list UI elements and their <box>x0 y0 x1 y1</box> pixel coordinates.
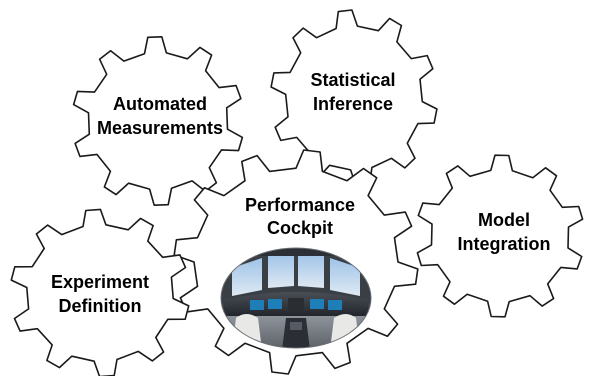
gear-statistical-inference: Statistical Inference <box>310 70 395 114</box>
gear-performance-cockpit: Performance Cockpit <box>245 195 355 238</box>
gear-experiment-definition: Experiment Definition <box>51 272 149 316</box>
gear-label-line: Statistical <box>310 70 395 90</box>
gear-outline-automated-measurements <box>72 36 244 206</box>
gear-label-line: Integration <box>458 234 551 254</box>
gear-label-line: Inference <box>313 94 393 114</box>
gear-label-line: Experiment <box>51 272 149 292</box>
gear-automated-measurements: Automated Measurements <box>97 94 223 138</box>
gear-outline-statistical-inference <box>270 9 438 187</box>
gear-label-line: Model <box>478 210 530 230</box>
gear-label-line: Cockpit <box>267 218 333 238</box>
gear-outline-experiment-definition <box>10 208 190 376</box>
gear-model-integration: Model Integration <box>458 210 551 254</box>
gear-label-line: Measurements <box>97 118 223 138</box>
gear-label-line: Definition <box>59 296 142 316</box>
gear-outline-model-integration <box>416 154 584 318</box>
gear-label-line: Performance <box>245 195 355 215</box>
gear-label-line: Automated <box>113 94 207 114</box>
